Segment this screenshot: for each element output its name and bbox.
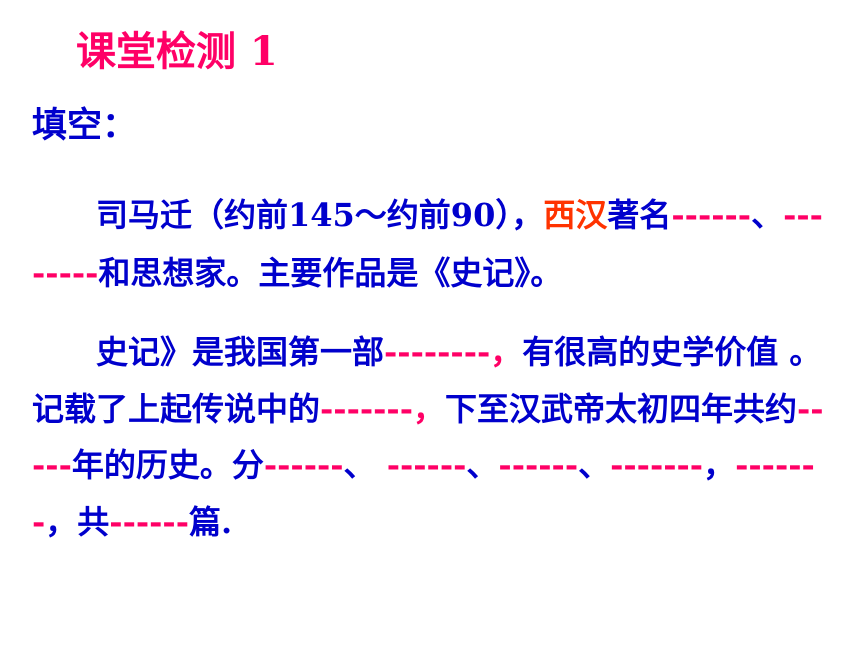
blank-identity-1: ------	[671, 196, 752, 234]
text-segment: 司马迁（约前145～约前90），	[96, 196, 544, 234]
text-segment: ，共	[45, 502, 110, 541]
text-segment: 、	[466, 446, 499, 484]
highlight-xihan: 西汉	[543, 196, 608, 234]
text-segment: ，	[703, 446, 736, 484]
blank-section-4: -------	[610, 446, 704, 484]
blank-section-3: ------	[498, 446, 579, 484]
text-segment: 史记》是我国第一部	[96, 333, 385, 371]
blank-book-type: --------	[384, 333, 491, 371]
blank-section-1: ------	[263, 446, 344, 484]
text-segment: 、	[578, 446, 611, 484]
text-segment: 篇.	[188, 502, 233, 541]
blank-years: -----	[32, 389, 824, 485]
punctuation-comma: ，	[490, 333, 523, 371]
blank-section-2: ------	[386, 446, 467, 484]
blank-start-era: -------	[320, 389, 413, 428]
text-segment: 和思想家。主要作品是《史记》。	[98, 254, 563, 292]
text-segment: 、	[343, 446, 387, 484]
text-segment: 年的历史。分	[71, 446, 264, 484]
text-segment: 、	[751, 196, 784, 234]
section-heading: 填空：	[32, 105, 138, 146]
text-segment: 下至汉武帝太初四年共约	[445, 389, 798, 428]
blank-total-chapters: ------	[109, 502, 189, 541]
text-segment: 著名	[607, 196, 672, 234]
fill-in-paragraph-sima-qian: 司马迁（约前145～约前90），西汉著名------、--------和思想家。…	[32, 186, 832, 302]
text-segment: 有很高的史学价值 。记载了上起传说中的	[32, 333, 822, 428]
fill-in-paragraph-shiji: 史记》是我国第一部--------，有很高的史学价值 。记载了上起传说中的---…	[32, 324, 832, 550]
blank-identity-2: --------	[32, 196, 823, 292]
blank-section-5: -------	[32, 446, 815, 541]
page-title: 课堂检测 1	[76, 28, 278, 75]
punctuation-comma: ，	[412, 389, 445, 428]
